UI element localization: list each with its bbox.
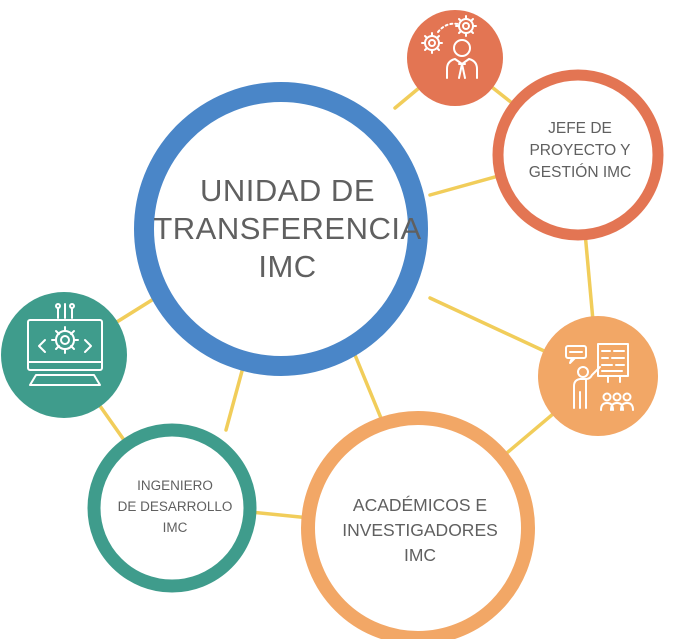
manager-gears-icon — [407, 10, 503, 106]
jefe-node-ring — [492, 69, 664, 241]
academicos-label-line-1: ACADÉMICOS E — [352, 495, 488, 515]
main-node-label: UNIDAD DE TRANSFERENCIA IMC — [150, 172, 425, 286]
main-node-ring — [134, 82, 428, 376]
ingeniero-label-line-3: IMC — [162, 520, 188, 535]
main-label-line-3: IMC — [258, 249, 317, 284]
ingeniero-node-label: INGENIERO DE DESARROLLO IMC — [100, 475, 250, 538]
jefe-label-line-1: JEFE DE — [548, 120, 612, 137]
presenter-audience-icon — [538, 316, 658, 436]
ingeniero-label-line-1: INGENIERO — [137, 478, 213, 493]
academicos-node-label: ACADÉMICOS E INVESTIGADORES IMC — [320, 493, 520, 568]
monitor-code-gear-icon — [1, 292, 127, 418]
jefe-label-line-2: PROYECTO Y — [529, 142, 631, 159]
jefe-node-label: JEFE DE PROYECTO Y GESTIÓN IMC — [500, 118, 660, 184]
main-label-line-2: TRANSFERENCIA — [153, 211, 422, 246]
ingeniero-label-line-2: DE DESARROLLO — [117, 499, 233, 514]
jefe-label-line-3: GESTIÓN IMC — [528, 164, 632, 181]
academicos-label-line-2: INVESTIGADORES — [342, 520, 498, 540]
academicos-label-line-3: IMC — [403, 545, 437, 565]
main-label-line-1: UNIDAD DE — [199, 173, 375, 208]
connector-main-to-ingeniero — [224, 358, 247, 432]
ingeniero-node-ring — [87, 423, 257, 593]
academicos-node-ring — [301, 411, 535, 639]
